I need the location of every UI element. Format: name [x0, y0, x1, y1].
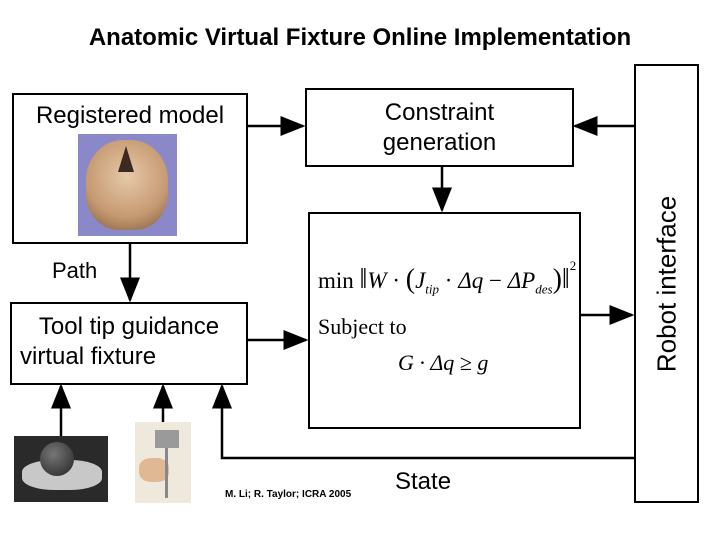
constraint-label-line1: Constraint — [384, 99, 495, 126]
tool-tip-guidance-block: Tool tip guidance virtual fixture — [10, 302, 248, 385]
objective-function: min ‖W · (Jtip · Δq − ΔPdes)‖2 — [318, 258, 577, 297]
registered-model-label: Registered model — [35, 102, 225, 129]
state-label: State — [395, 468, 452, 495]
constraint-generation-block: Constraint generation — [305, 88, 574, 167]
constraint-inequality: G · Δq ≥ g — [398, 350, 489, 375]
path-label: Path — [52, 258, 98, 283]
registered-model-block: Registered model — [12, 93, 248, 244]
tool-tip-label-line2: virtual fixture — [20, 343, 157, 370]
subject-to-label: Subject to — [318, 314, 407, 339]
slide-title: Anatomic Virtual Fixture Online Implemen… — [88, 24, 632, 51]
citation: M. Li; R. Taylor; ICRA 2005 — [225, 489, 352, 500]
optimization-block: min ‖W · (Jtip · Δq − ΔPdes)‖2 Subject t… — [308, 212, 581, 429]
tool-tip-label-line1: Tool tip guidance — [38, 313, 220, 340]
spacemouse-image — [14, 436, 108, 502]
steady-hand-robot-image — [135, 422, 191, 503]
constraint-label-line2: generation — [382, 129, 497, 156]
arrow-state-feedback — [212, 383, 634, 460]
robot-interface-block: Robot interface — [634, 64, 699, 503]
skull-model-image — [78, 134, 177, 236]
robot-interface-label: Robot interface — [651, 195, 681, 372]
